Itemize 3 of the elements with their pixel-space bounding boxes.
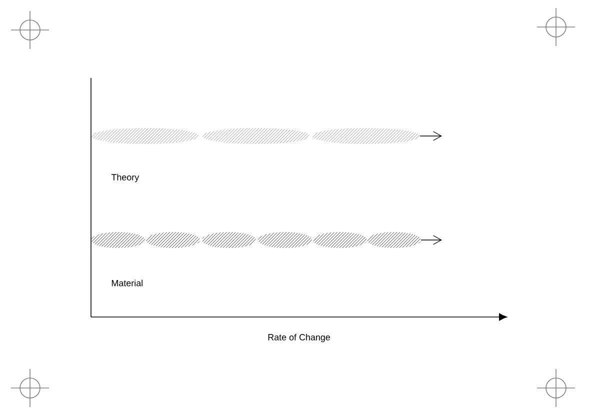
row-label: Theory: [111, 174, 140, 182]
row-label: Material: [112, 280, 142, 286]
axis-label: Rate of Change: [268, 334, 330, 342]
